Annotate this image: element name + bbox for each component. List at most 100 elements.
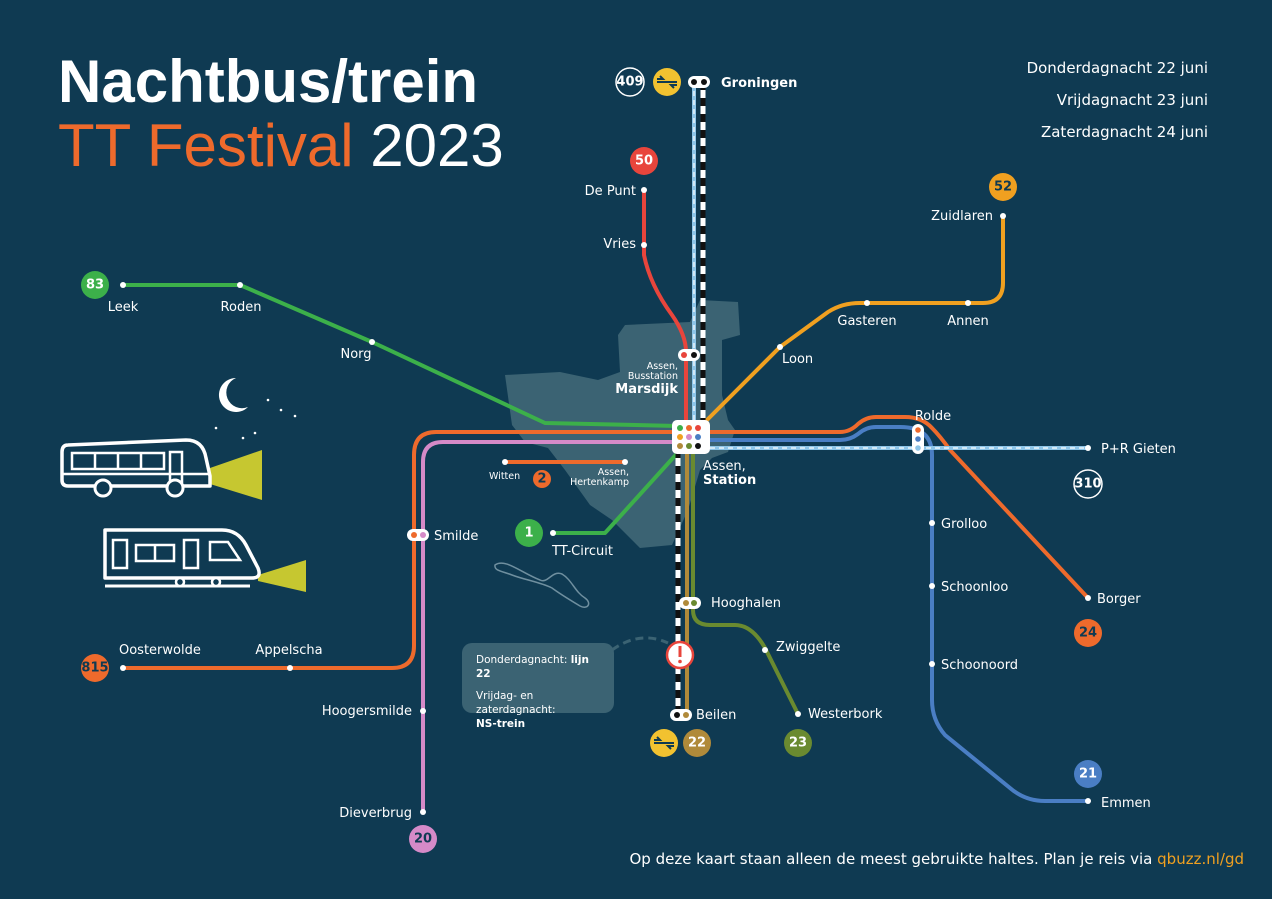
stop-dot-grolloo [929,520,935,526]
svg-text:310: 310 [1074,477,1101,492]
label-westerbork: Westerbork [808,707,883,722]
label-witten: Witten [489,471,520,482]
date-thursday: Donderdagnacht 22 juni [1026,59,1208,77]
station-groningen [688,76,710,88]
svg-text:22: 22 [688,736,706,751]
train-icon [103,528,306,592]
stop-dot-emmen [1085,798,1091,804]
label-gieten: P+R Gieten [1101,442,1176,457]
line-50 [642,190,688,428]
svg-text:815: 815 [81,661,108,676]
badge-310: 310 [1073,469,1103,499]
line-52 [703,216,1005,424]
label-oosterwolde: Oosterwolde [119,643,201,658]
moon-icon [218,377,248,412]
station-smilde [407,529,429,541]
info-connector [611,636,669,652]
label-schoonoord: Schoonoord [941,658,1018,673]
stars-icon [214,398,297,440]
line-1 [553,446,684,535]
info-weekend-value: NS-trein [476,718,526,730]
stop-dot-hertenkamp [622,459,628,465]
stop-dot-gasteren [864,300,870,306]
station-assen-hub [672,420,710,454]
line-815 [123,430,678,670]
stop-dot-roden [237,282,243,288]
badge-815: 815 [81,654,109,682]
badge-2: 2 [533,470,551,488]
label-grolloo: Grolloo [941,517,987,532]
stop-dot-oosterwolde [120,665,126,671]
info-box: Donderdagnacht: lijn 22 Vrijdag- en zate… [462,643,614,730]
label-assen-station-1: Assen, [703,459,746,474]
label-assen-busstation-1: Assen, [647,361,678,372]
label-appelscha: Appelscha [255,643,322,658]
label-dieverbrug: Dieverbrug [339,806,412,821]
stop-dot-loon [777,344,783,350]
label-assen-hertenkamp-2: Hertenkamp [570,477,629,488]
tt-circuit-track [494,562,590,608]
label-hoogersmilde: Hoogersmilde [322,704,412,719]
info-weekend-label: Vrijdag- en zaterdagnacht: [476,690,556,716]
info-thursday-label: Donderdagnacht: [476,654,571,666]
label-groningen: Groningen [721,76,797,91]
badge-52: 52 [989,173,1017,201]
label-de-punt: De Punt [585,184,636,199]
info-weekend: Vrijdag- en zaterdagnacht: NS-trein [476,689,600,731]
line-20 [421,440,678,812]
stop-dots [120,187,1091,815]
label-norg: Norg [340,347,371,362]
badge-409: 409 [615,67,645,97]
map-subtitle: TT Festival 2023 [58,114,504,178]
label-vries: Vries [603,237,636,252]
svg-text:20: 20 [414,832,432,847]
warning-icon [665,640,695,670]
stop-dot-witten [502,459,508,465]
stop-dot-westerbork [795,711,801,717]
stop-dot-zwiggelte [762,647,768,653]
svg-text:23: 23 [789,736,807,751]
station-marsdijk [678,349,700,361]
stop-dot-tt-circuit [550,530,556,536]
svg-text:24: 24 [1079,626,1097,641]
bus-icon [60,438,262,500]
badge-21: 21 [1074,760,1102,788]
stop-dot-vries [641,242,647,248]
footer-link[interactable]: qbuzz.nl/gd [1157,850,1244,868]
station-beilen [670,709,692,721]
svg-text:52: 52 [994,180,1012,195]
label-hooghalen: Hooghalen [711,596,781,611]
svg-text:1: 1 [524,526,533,541]
badge-83: 83 [81,271,109,299]
label-smilde: Smilde [434,529,478,544]
svg-text:21: 21 [1079,767,1097,782]
label-borger: Borger [1097,592,1141,607]
stop-dot-borger [1085,595,1091,601]
stop-dot-leek [120,282,126,288]
station-rolde [912,424,924,454]
stop-dot-schoonloo [929,583,935,589]
ns-logo-icon [650,729,678,757]
badge-1: 1 [515,519,543,547]
label-marsdijk: Marsdijk [615,382,678,397]
badge-20: 20 [409,825,437,853]
svg-text:50: 50 [635,154,653,169]
label-zwiggelte: Zwiggelte [776,640,840,655]
ns-logo-icon [653,68,681,96]
label-beilen: Beilen [696,708,736,723]
map-title: Nachtbus/trein [58,48,479,115]
dates-list: Donderdagnacht 22 juni Vrijdagnacht 23 j… [1027,52,1208,148]
badge-22: 22 [683,729,711,757]
stop-dot-appelscha [287,665,293,671]
date-friday: Vrijdagnacht 23 juni [1056,91,1208,109]
line-24 [710,415,1090,600]
stop-dot-norg [369,339,375,345]
station-hooghalen [679,597,701,609]
footer-note: Op deze kaart staan alleen de meest gebr… [629,850,1244,868]
svg-text:83: 83 [86,278,104,293]
date-saturday: Zaterdagnacht 24 juni [1040,123,1208,141]
line-23 [691,450,800,715]
stop-dot-schoonoord [929,661,935,667]
